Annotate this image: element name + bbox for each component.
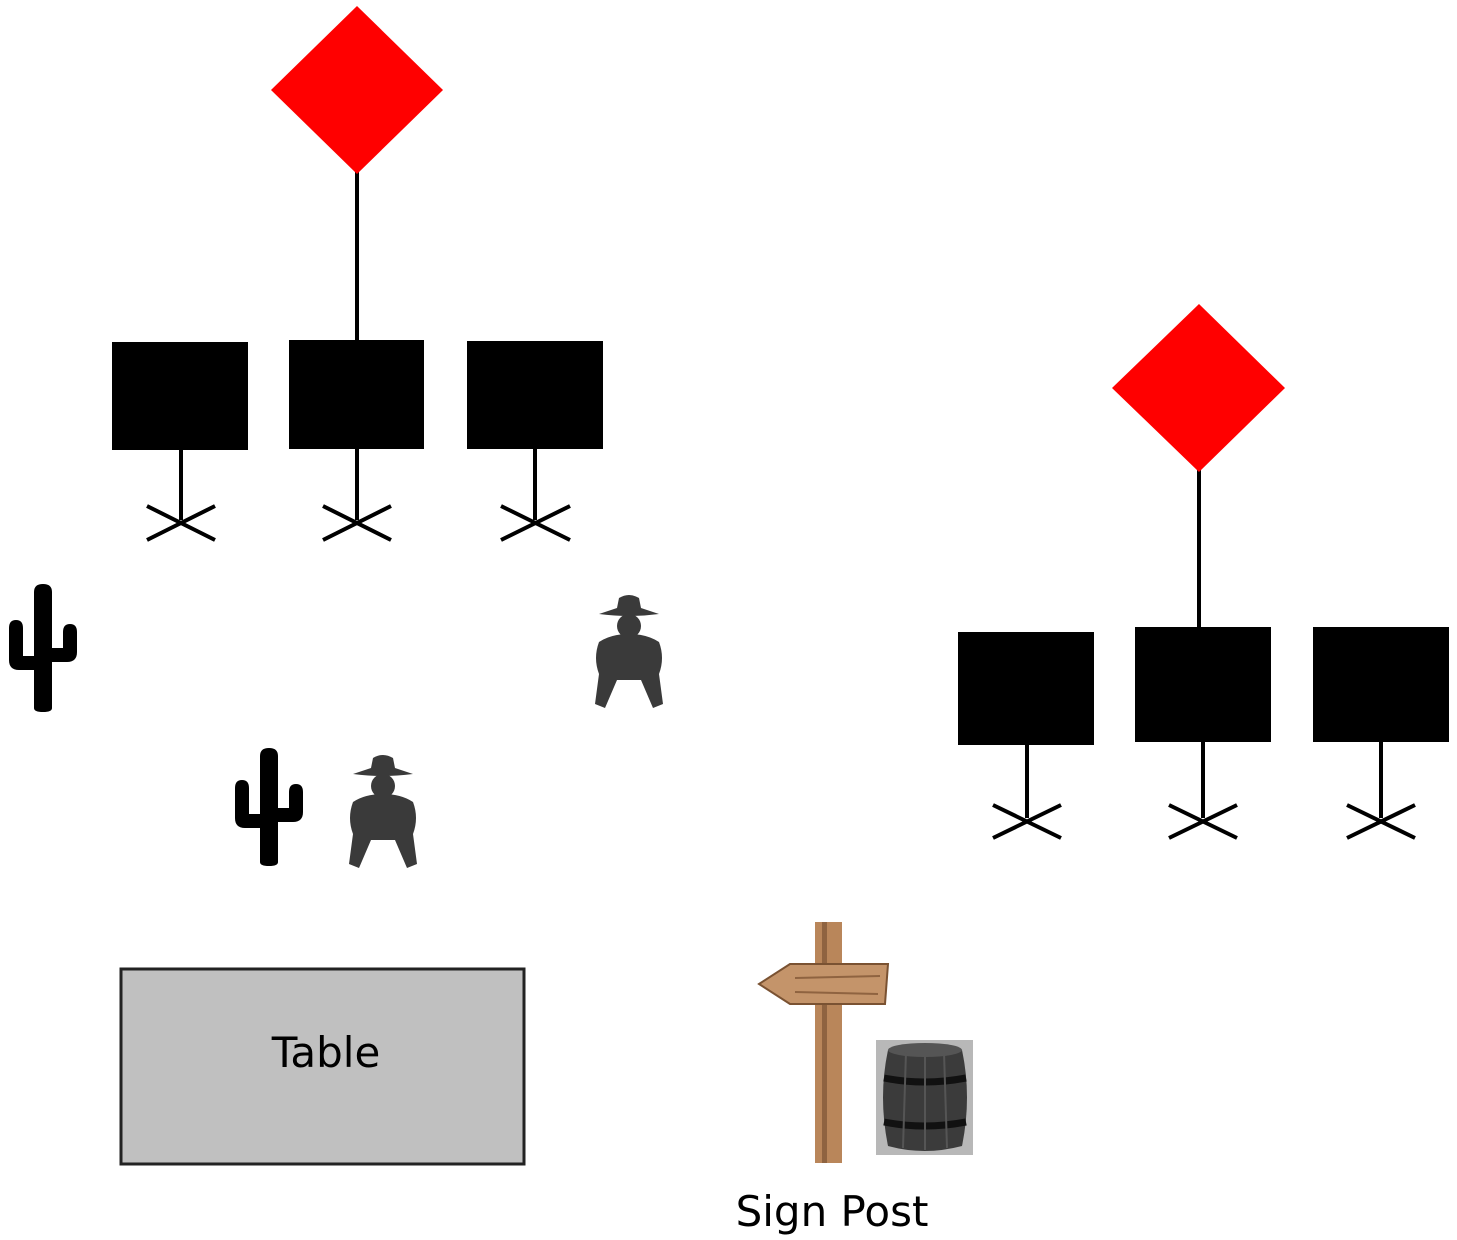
outlaw-silhouette-icon: [595, 595, 663, 708]
steel-target-icon: [112, 342, 248, 542]
red-diamond-marker-icon: [271, 6, 443, 174]
cactus-icon: [9, 584, 77, 712]
left-target-array: [112, 6, 603, 542]
sign-post-label: Sign Post: [736, 1187, 929, 1236]
steel-target-icon: [958, 632, 1094, 840]
cactus-icon: [235, 748, 303, 866]
steel-target-icon: [1313, 627, 1449, 840]
steel-target-icon: [289, 340, 424, 542]
red-diamond-marker-icon: [1112, 304, 1285, 472]
table: Table: [119, 967, 526, 1166]
right-target-array: [958, 304, 1449, 840]
wooden-sign-post-icon: [757, 922, 890, 1163]
barrel-icon: [876, 1040, 973, 1155]
table-shape: [119, 967, 526, 1166]
steel-target-icon: [467, 341, 603, 542]
steel-target-icon: [1135, 627, 1271, 840]
outlaw-silhouette-icon: [349, 755, 417, 868]
table-label: Table: [271, 1028, 381, 1077]
